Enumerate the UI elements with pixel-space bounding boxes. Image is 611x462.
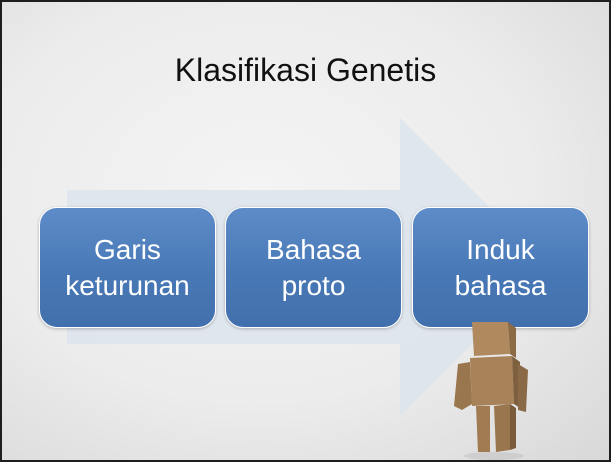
step-box-bahasa-proto: Bahasa proto [225, 207, 402, 328]
slide-title: Klasifikasi Genetis [174, 52, 437, 88]
step-box-line: bahasa [454, 269, 547, 301]
step-box-line: Bahasa [266, 233, 361, 265]
step-box-garis-keturunan: Garis keturunan [39, 207, 216, 328]
step-box-induk-bahasa: Induk bahasa [412, 207, 589, 328]
cardboard-robot-figure-icon [454, 322, 528, 460]
step-box-line: proto [281, 269, 346, 301]
step-box-line: Garis [94, 233, 161, 265]
step-box-line: Induk [466, 233, 535, 265]
step-box-line: keturunan [65, 269, 190, 301]
